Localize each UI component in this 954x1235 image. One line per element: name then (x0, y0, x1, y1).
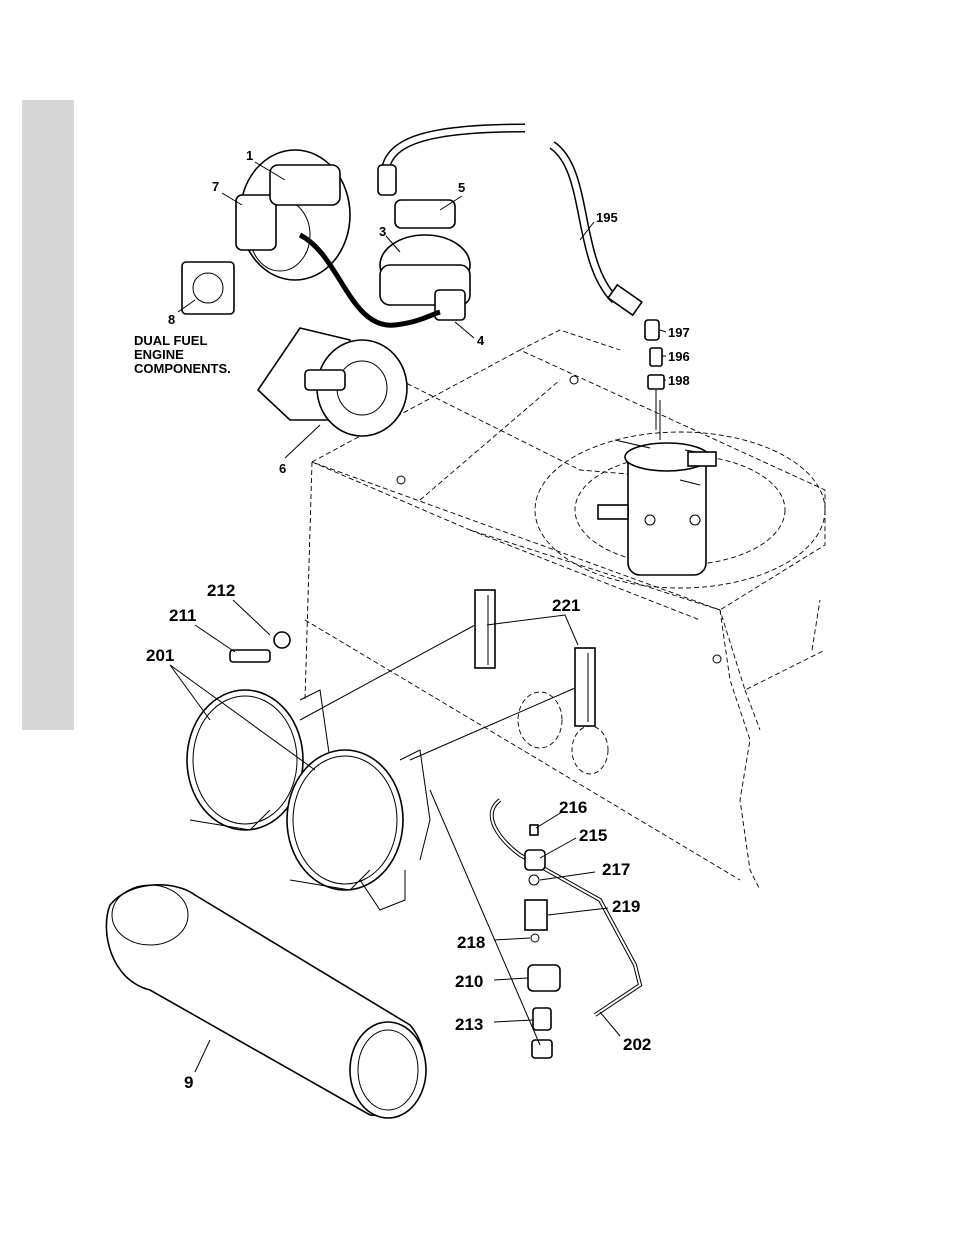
dual-fuel-caption: DUAL FUEL ENGINE COMPONENTS. (134, 333, 231, 376)
callout-211: 211 (169, 606, 196, 625)
callout-213: 213 (455, 1015, 483, 1034)
caption-line-1: DUAL FUEL (134, 333, 207, 348)
callout-7: 7 (212, 179, 219, 194)
tank-straps-201 (187, 632, 430, 910)
callout-8: 8 (168, 312, 175, 327)
caption-line-2: ENGINE (134, 347, 184, 362)
callout-218: 218 (457, 933, 485, 952)
cylinder-9 (106, 885, 426, 1118)
callout-6: 6 (279, 461, 286, 476)
callout-195: 195 (596, 210, 618, 225)
fittings-197-196-198 (645, 320, 664, 430)
callout-4: 4 (477, 333, 485, 348)
callout-212: 212 (207, 581, 235, 600)
callout-196: 196 (668, 349, 690, 364)
callout-219: 219 (612, 897, 640, 916)
callout-210: 210 (455, 972, 483, 991)
part-6 (258, 328, 407, 436)
callout-3: 3 (379, 224, 386, 239)
callout-201: 201 (146, 646, 174, 665)
callout-9: 9 (184, 1073, 193, 1092)
callout-216: 216 (559, 798, 587, 817)
callout-215: 215 (579, 826, 607, 845)
callout-217: 217 (602, 860, 630, 879)
callout-5: 5 (458, 180, 465, 195)
callout-202: 202 (623, 1035, 651, 1054)
callout-197: 197 (668, 325, 690, 340)
callout-1: 1 (246, 148, 253, 163)
callout-198: 198 (668, 373, 690, 388)
dual-fuel-engine-components (182, 150, 470, 325)
tank-flange-assembly (535, 400, 825, 588)
caption-line-3: COMPONENTS. (134, 361, 231, 376)
brackets-221 (300, 590, 595, 760)
callout-221: 221 (552, 596, 580, 615)
